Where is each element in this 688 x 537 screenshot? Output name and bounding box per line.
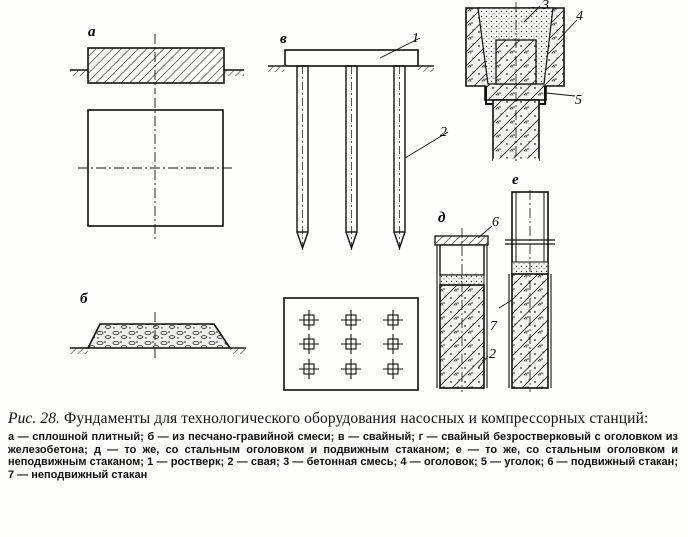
number-3: 3 [541, 0, 549, 13]
figure-caption: Рис. 28. Фундаменты для технологического… [8, 410, 678, 481]
number-7: 7 [490, 319, 498, 334]
label-d: д [438, 210, 446, 226]
number-5: 5 [575, 93, 582, 108]
caption-title: Фундаменты для технологического оборудов… [64, 410, 649, 427]
panel-a: а [70, 24, 244, 240]
label-v: в [280, 31, 287, 47]
panel-d: д 6 2 [434, 210, 499, 392]
caption-legend: а — сплошной плитный; б — из песчано-гра… [8, 431, 678, 481]
number-6: 6 [492, 215, 499, 230]
number-2-pile-d: 2 [489, 347, 496, 362]
pile-cap-grillage [284, 49, 419, 67]
pile-left [296, 65, 309, 251]
pile-grid-plan [283, 297, 419, 391]
pile-middle [345, 65, 358, 251]
pile-grid-marks [299, 310, 403, 379]
label-a: а [88, 24, 96, 40]
number-1: 1 [412, 31, 419, 46]
label-b: б [80, 291, 88, 307]
number-2-piles: 2 [440, 125, 447, 140]
caption-title-line: Рис. 28. Фундаменты для технологического… [8, 410, 678, 427]
label-e: е [512, 172, 519, 188]
movable-sleeve [434, 235, 489, 246]
figure-number: Рис. 28. [8, 410, 61, 427]
sand-gravel-trapezoid [86, 323, 232, 349]
foundations-figure: а б в [70, 0, 583, 392]
panel-e: е 7 [490, 172, 555, 392]
pile-right [393, 65, 406, 251]
panel-b: б [70, 291, 246, 358]
solid-slab-section [87, 47, 225, 84]
panel-g: г 3 4 5 [465, 0, 583, 162]
panel-v: в 1 2 [268, 31, 449, 391]
number-4: 4 [576, 9, 583, 24]
